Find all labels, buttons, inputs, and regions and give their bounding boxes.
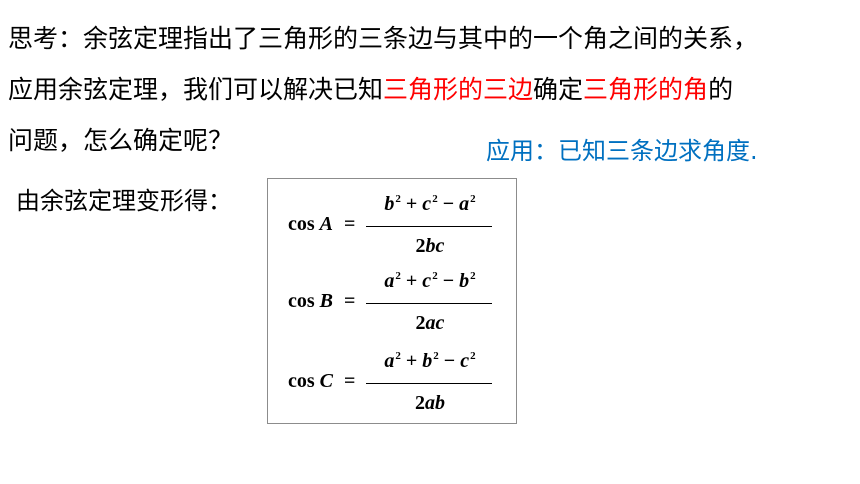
formula-box: cos A = b2+c2−a2 2bc cos B = a2+c2−b2 2a… <box>267 178 517 424</box>
thinking-paragraph-line-1: 思考：余弦定理指出了三角形的三条边与其中的一个角之间的关系， <box>8 24 759 53</box>
thinking-paragraph-line-3: 问题，怎么确定呢？ <box>8 126 234 155</box>
highlight-three-sides: 三角形的三边 <box>383 75 534 104</box>
thinking-paragraph-line-2: 应用余弦定理，我们可以解决已知三角形的三边确定三角形的角的 <box>8 73 733 107</box>
formula-numerator: a2+c2−b2 <box>384 270 476 292</box>
formula-numerator: b2+c2−a2 <box>384 193 476 215</box>
fraction-bar <box>366 226 492 227</box>
formula-lhs: cos C <box>288 370 334 392</box>
formula-cos-c: cos C = a2+b2−c2 2ab <box>268 350 518 420</box>
formula-denominator: 2ac <box>415 312 445 334</box>
equals-sign: = <box>344 370 356 392</box>
formula-numerator: a2+b2−c2 <box>384 350 476 372</box>
formula-lhs: cos A <box>288 213 334 235</box>
equals-sign: = <box>344 213 356 235</box>
highlight-angle: 三角形的角 <box>583 75 709 104</box>
line2-suffix: 的 <box>708 75 734 104</box>
fraction-bar <box>366 303 492 304</box>
formula-cos-a: cos A = b2+c2−a2 2bc <box>268 193 518 263</box>
formula-denominator: 2ab <box>415 392 445 414</box>
line2-middle: 确定 <box>533 75 584 104</box>
line2-prefix: 应用余弦定理，我们可以解决已知 <box>8 75 384 104</box>
formula-lhs: cos B <box>288 290 334 312</box>
application-note: 应用：已知三条边求角度. <box>486 137 758 165</box>
derivation-label: 由余弦定理变形得： <box>16 187 232 215</box>
equals-sign: = <box>344 290 356 312</box>
formula-denominator: 2bc <box>415 235 445 257</box>
formula-cos-b: cos B = a2+c2−b2 2ac <box>268 270 518 340</box>
fraction-bar <box>366 383 492 384</box>
